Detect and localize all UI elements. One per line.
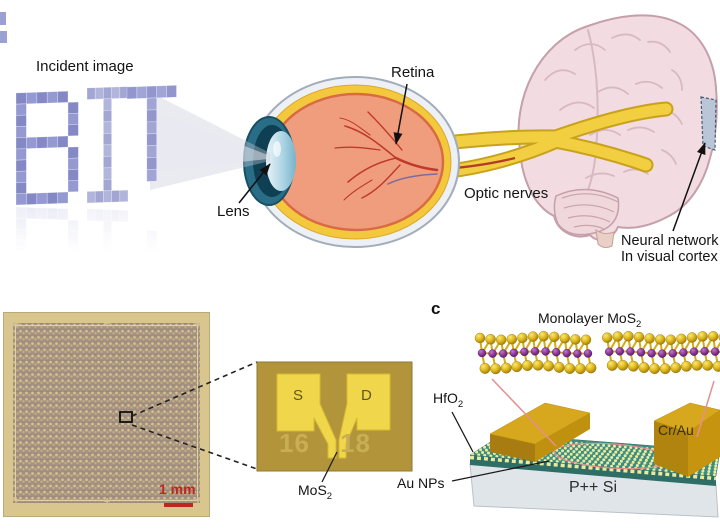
retinal-vessels [334, 111, 439, 201]
bit-reflection [15, 206, 177, 252]
bit-pixel-art [15, 84, 177, 206]
substrate-label: P++ Si [569, 479, 618, 496]
array-frame-line [15, 325, 198, 501]
hfo2-label: HfO2 [433, 390, 464, 410]
optic-nerves-label: Optic nerves [464, 185, 549, 202]
panel-c-letter: c [431, 299, 441, 318]
letter-fragments [0, 12, 7, 43]
schematic-pointer-lines [451, 411, 550, 482]
hfo2-layer [469, 433, 720, 477]
lens-shape [266, 131, 296, 191]
retina-label: Retina [391, 64, 435, 81]
device-array-pattern [13, 323, 200, 503]
device-micrograph [256, 361, 413, 483]
crau-electrode-label: Cr/Au [658, 422, 694, 438]
brain-illustration [517, 14, 718, 249]
pupil-ring [253, 125, 291, 197]
iris [243, 116, 295, 206]
neural-network-label-line2: In visual cortex [621, 249, 718, 265]
lens-label: Lens [217, 203, 250, 220]
au-nanoparticle-array [471, 436, 720, 476]
lens-glint [273, 141, 281, 157]
annotation-arrows [238, 83, 706, 232]
device-number-right: 18 [340, 428, 371, 458]
zoom-ellipse-pink [553, 442, 671, 470]
monolayer-mos2-label: Monolayer MoS2 [538, 310, 642, 330]
cerebellum [553, 188, 620, 236]
cerebellum-striations [561, 193, 619, 230]
scale-bar-label: 1 mm [159, 481, 196, 497]
optic-nerves-illustration [412, 101, 674, 181]
visual-cortex-patch [700, 96, 717, 151]
right-gold-contact [653, 402, 720, 477]
left-gold-contact [489, 402, 591, 462]
source-label: S [293, 387, 304, 404]
mos2-channel-label: MoS2 [298, 482, 333, 502]
brainstem [595, 228, 615, 249]
neural-network-label-line1: Neural network [621, 233, 719, 249]
scale-bar [164, 503, 193, 507]
incident-image-label: Incident image [36, 58, 134, 75]
mos2-pointer-line [321, 451, 338, 483]
brain-gyri [544, 29, 683, 206]
mos2-monolayer-atoms [474, 331, 720, 375]
au-nps-label: Au NPs [397, 475, 445, 491]
light-beam [150, 92, 270, 190]
np-front-row [469, 455, 717, 481]
eye-diagram [243, 76, 460, 248]
drain-label: D [361, 387, 372, 404]
device-number-left: 16 [279, 428, 310, 458]
